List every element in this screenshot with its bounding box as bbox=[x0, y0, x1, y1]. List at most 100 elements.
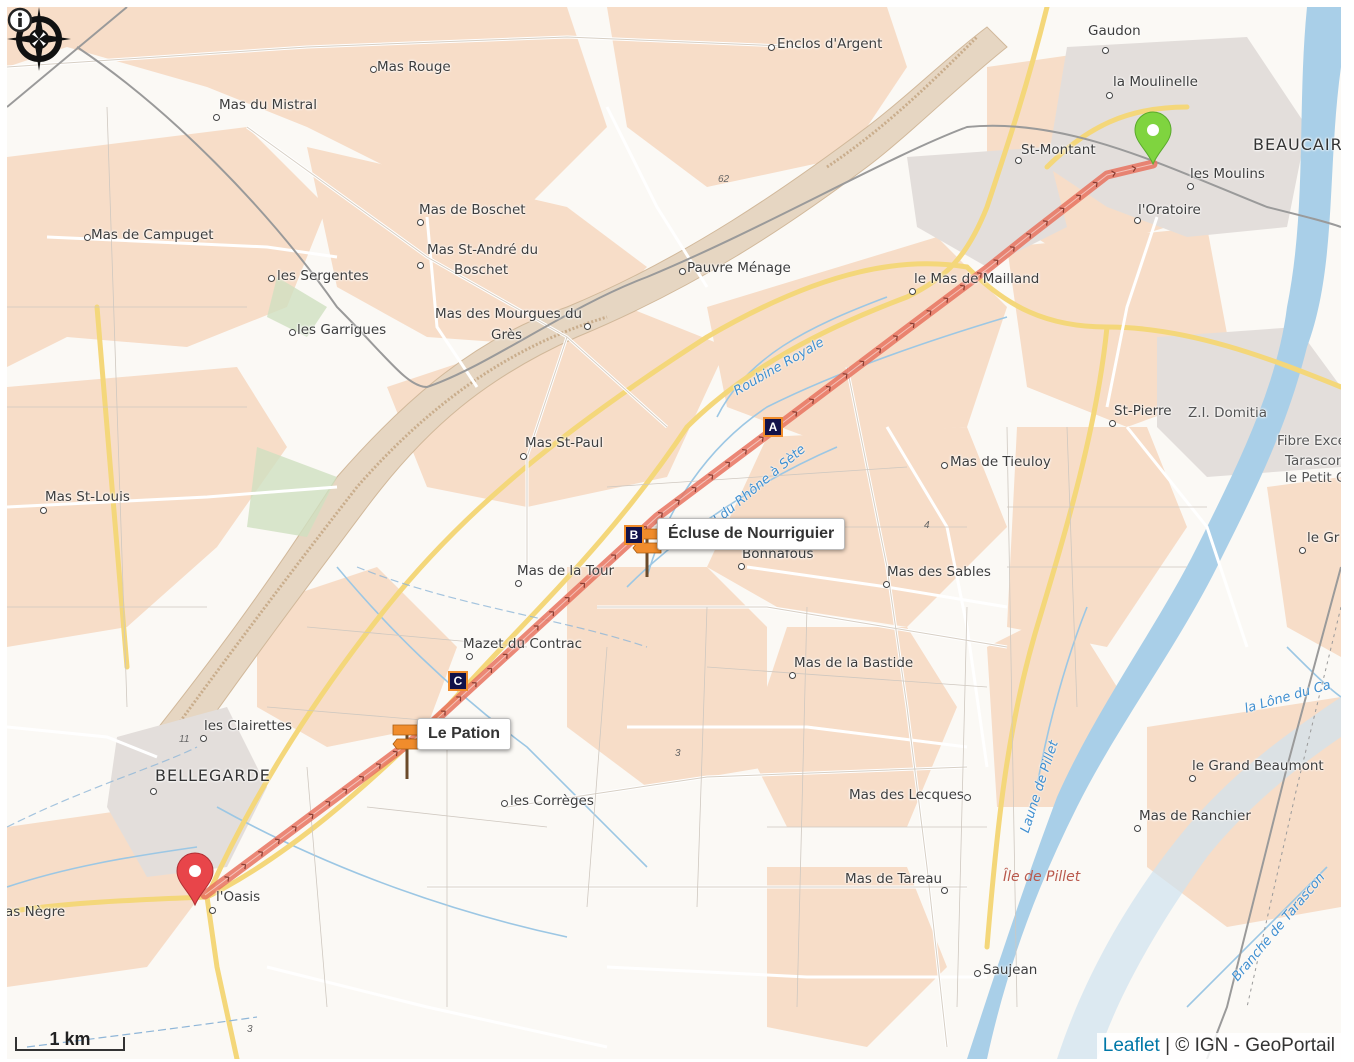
place-label: Mas St-André du bbox=[427, 242, 539, 258]
route-arrow-icon bbox=[993, 259, 999, 265]
place-label: Mas de Ranchier bbox=[1139, 808, 1251, 824]
route-arrow-icon bbox=[741, 448, 747, 455]
route-arrow-icon bbox=[549, 611, 555, 617]
road-number: 62 bbox=[718, 174, 730, 185]
place-label: Mas de Tareau bbox=[845, 871, 943, 887]
route-arrow-icon bbox=[518, 639, 524, 645]
place-dot bbox=[370, 66, 377, 73]
place-dot bbox=[1187, 183, 1194, 190]
poi-tooltip-pation[interactable]: Le Pation bbox=[417, 718, 512, 750]
route-arrow-icon bbox=[359, 775, 365, 782]
scale-label: 1 km bbox=[49, 1029, 91, 1049]
route-arrow-icon bbox=[825, 385, 831, 392]
route-arrow-icon bbox=[960, 284, 966, 291]
route-arrow-icon bbox=[595, 568, 601, 574]
place-dot bbox=[520, 453, 527, 460]
info-icon[interactable] bbox=[7, 7, 33, 33]
map-base-layer bbox=[7, 7, 1341, 1059]
place-dot bbox=[738, 563, 745, 570]
attribution-text: | © IGN - GeoPortail bbox=[1159, 1035, 1335, 1056]
route-arrow-icon bbox=[892, 335, 898, 341]
route-arrow-icon bbox=[308, 813, 314, 819]
place-label: Mas des Mourgues du bbox=[435, 306, 583, 322]
waypoint-c[interactable]: C bbox=[448, 671, 468, 691]
route-arrow-icon bbox=[1042, 220, 1048, 226]
place-label: Tarascon bbox=[1285, 453, 1341, 469]
place-dot bbox=[84, 234, 91, 241]
place-label: Saujean bbox=[983, 962, 1038, 978]
route-arrow-icon bbox=[1111, 170, 1116, 177]
place-dot bbox=[1109, 420, 1116, 427]
route-arrow-icon bbox=[1009, 246, 1015, 252]
place-label: Bonnafous bbox=[742, 546, 814, 562]
place-dot bbox=[941, 887, 948, 894]
route-arrow-icon bbox=[1059, 207, 1065, 213]
route-arrow-icon bbox=[842, 373, 848, 379]
place-label: le Petit C bbox=[1285, 470, 1341, 486]
route-arrow-icon bbox=[1092, 181, 1098, 188]
place-dot bbox=[417, 262, 424, 269]
route-arrow-icon bbox=[809, 398, 815, 404]
route-arrow-icon bbox=[456, 696, 462, 702]
place-label: BEAUCAIRE bbox=[1253, 135, 1341, 154]
place-label: les Sergentes bbox=[277, 268, 369, 284]
place-label: Gaudon bbox=[1088, 23, 1141, 39]
place-label: St-Montant bbox=[1021, 142, 1096, 158]
route-arrow-icon bbox=[758, 436, 764, 442]
route-arrow-icon bbox=[708, 474, 714, 480]
route-arrow-icon bbox=[792, 411, 798, 417]
route-arrow-icon bbox=[580, 582, 586, 588]
place-label: les Garrigues bbox=[297, 322, 387, 338]
poi-sign-icon[interactable] bbox=[632, 528, 664, 577]
minor-roads-lines bbox=[7, 36, 1008, 1048]
place-label: la Moulinelle bbox=[1113, 74, 1198, 90]
place-label: les Corrèges bbox=[510, 793, 594, 809]
route-layer[interactable] bbox=[7, 7, 1341, 1059]
place-label: Grès bbox=[491, 327, 523, 343]
route-arrow-icon bbox=[258, 851, 264, 857]
place-dot bbox=[209, 907, 216, 914]
place-dot bbox=[501, 800, 508, 807]
scale-bar: 1 km bbox=[15, 1029, 125, 1051]
poi-tooltip-ecluse[interactable]: Écluse de Nourriguier bbox=[657, 518, 846, 550]
route-arrow-icon bbox=[1076, 194, 1082, 200]
place-dot bbox=[150, 788, 157, 795]
start-marker[interactable] bbox=[1134, 111, 1172, 166]
place-label: Mas St-Paul bbox=[525, 435, 604, 451]
place-dot bbox=[909, 288, 916, 295]
place-label: St-Pierre bbox=[1114, 403, 1172, 419]
place-dot bbox=[213, 114, 220, 121]
leaflet-link[interactable]: Leaflet bbox=[1102, 1035, 1160, 1056]
place-dot bbox=[974, 970, 981, 977]
place-dot bbox=[1299, 547, 1306, 554]
place-dot bbox=[768, 44, 775, 51]
route-arrow-icon bbox=[611, 554, 617, 560]
route-arrow-icon bbox=[291, 825, 297, 832]
place-dot bbox=[268, 275, 275, 282]
route-arrow-icon bbox=[657, 511, 663, 518]
place-dot bbox=[289, 329, 296, 336]
place-dot bbox=[1106, 92, 1113, 99]
route-arrow-icon bbox=[876, 347, 882, 354]
compass-rose-icon[interactable] bbox=[7, 7, 71, 71]
route-arrow-icon bbox=[342, 788, 348, 794]
route-arrow-icon bbox=[1131, 165, 1137, 173]
place-label: Enclos d'Argent bbox=[777, 36, 883, 52]
route-arrow-icon bbox=[909, 322, 915, 329]
attribution: Leaflet | © IGN - GeoPortail bbox=[1096, 1033, 1341, 1059]
map-view[interactable]: Gaudon la Moulinelle BEAUCAIRE St-Montan… bbox=[7, 7, 1341, 1059]
route-arrow-icon bbox=[375, 763, 381, 769]
rhone-river bbox=[967, 7, 1341, 1059]
waypoint-a[interactable]: A bbox=[763, 417, 783, 437]
place-label: l'Oratoire bbox=[1138, 202, 1201, 218]
end-marker[interactable] bbox=[176, 852, 214, 907]
waypoint-b[interactable]: B bbox=[624, 525, 644, 545]
route-arrow-icon bbox=[943, 297, 949, 303]
place-dot bbox=[679, 268, 686, 275]
place-label: le Grand Beaumont bbox=[1192, 758, 1324, 774]
route-arrow-icon bbox=[976, 272, 982, 278]
route-arrow-icon bbox=[564, 596, 570, 602]
route-arrow-icon bbox=[533, 625, 539, 631]
place-label: Mas de la Tour bbox=[517, 563, 615, 579]
place-dot bbox=[417, 219, 424, 226]
